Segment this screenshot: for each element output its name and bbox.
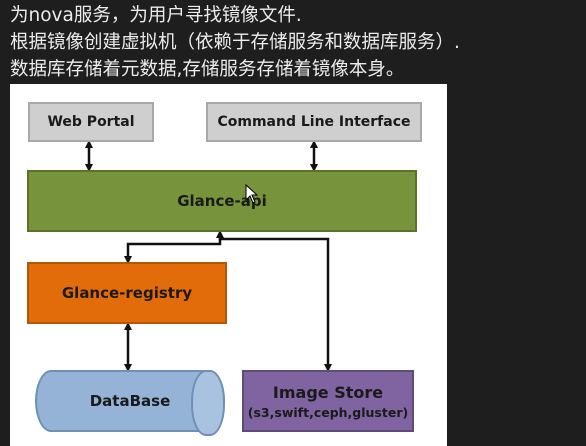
database-cylinder: DataBase [35,370,225,436]
note-line-2: 根据镜像创建虚拟机（依赖于存储服务和数据库服务）. [10,32,460,53]
database-label: DataBase [89,392,171,410]
web-portal-label: Web Portal [47,114,135,130]
arrow-api-registry [124,230,224,264]
glance-api-box: Glance-api [27,170,417,232]
image-store-box: Image Store (s3,swift,ceph,gluster) [242,370,414,432]
database-cylinder-cap [191,370,225,436]
web-portal-box: Web Portal [28,102,154,142]
glance-api-label: Glance-api [177,192,267,210]
note-line-1: 为nova服务，为用户寻找镜像文件. [10,5,302,26]
glance-registry-box: Glance-registry [27,262,227,324]
cli-box: Command Line Interface [206,102,422,142]
note-line-3: 数据库存储着元数据,存储服务存储着镜像本身。 [10,59,405,80]
mouse-cursor-icon [245,184,259,204]
connector-arrows [85,140,332,372]
arrow-api-store [218,234,332,372]
cli-label: Command Line Interface [217,114,411,130]
glance-registry-label: Glance-registry [61,284,193,302]
notes-text: 为nova服务，为用户寻找镜像文件. 根据镜像创建虚拟机（依赖于存储服务和数据库… [10,2,580,83]
architecture-diagram: Web Portal Command Line Interface Glance… [10,84,447,446]
image-store-backends: (s3,swift,ceph,gluster) [247,404,409,420]
image-store-label: Image Store [272,382,384,402]
